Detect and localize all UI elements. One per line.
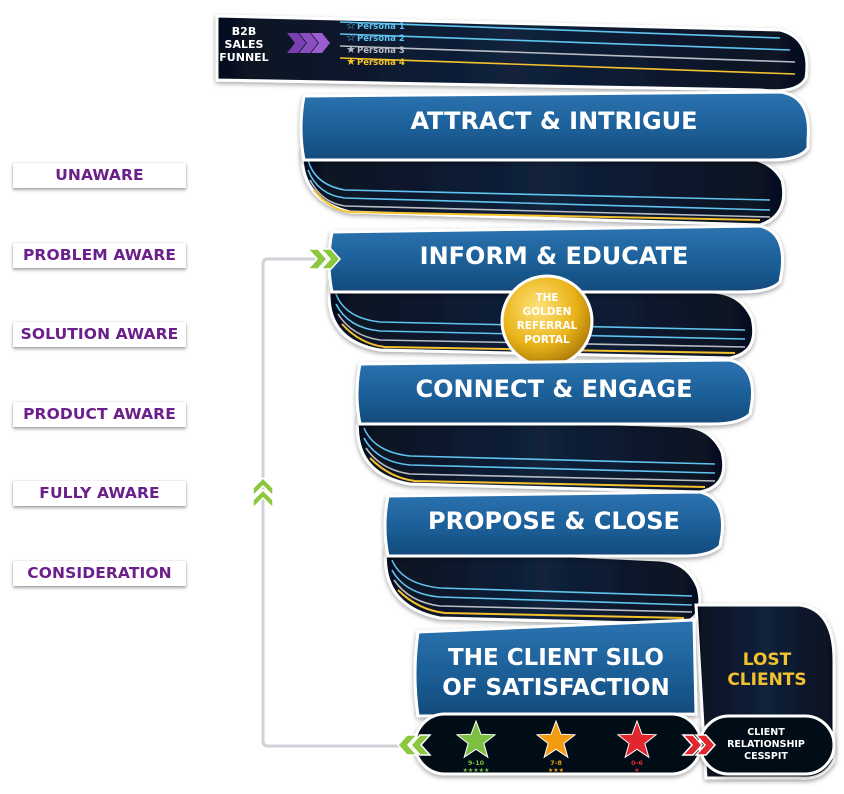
persona-4-label: Persona 4 (357, 58, 405, 68)
header-chevron-icon (287, 33, 330, 53)
golden-referral-portal[interactable]: THE GOLDEN REFERRAL PORTAL (500, 274, 594, 368)
persona-legend: ☆ Persona 1 ☆ Persona 2 ★ Persona 3 ★ Pe… (346, 19, 405, 68)
rating-promoter-stars: ★★★★★ (463, 767, 490, 774)
awareness-stage-product-aware: PRODUCT AWARE (13, 402, 186, 427)
golden-portal-line-3: REFERRAL (517, 320, 578, 332)
golden-portal-line-2: GOLDEN (523, 306, 572, 318)
rating-promoter-score: 9-10 (468, 759, 485, 767)
rating-detractor-score: 0-6 (631, 759, 643, 767)
awareness-stage-unaware: UNAWARE (13, 163, 186, 188)
persona-4-star-icon: ★ (346, 55, 356, 68)
client-silo-line-1: THE CLIENT SILO (448, 645, 664, 671)
awareness-stage-solution-aware: SOLUTION AWARE (13, 322, 186, 347)
promoter-star-icon (455, 719, 497, 759)
header-title-line-3: FUNNEL (219, 51, 268, 64)
persona-3-label: Persona 3 (357, 46, 405, 56)
stage-title-connect: CONNECT & ENGAGE (415, 375, 692, 403)
cesspit-line-1: CLIENT (747, 727, 785, 738)
stage-title-propose: PROPOSE & CLOSE (428, 507, 680, 535)
fold-band-4 (383, 546, 702, 626)
golden-portal-line-4: PORTAL (524, 334, 570, 346)
persona-2-star-icon: ☆ (346, 31, 356, 44)
client-silo-line-2: OF SATISFACTION (442, 675, 669, 701)
golden-portal-line-1: THE (535, 292, 558, 304)
referral-loop-line-inner (261, 257, 400, 748)
passive-star-icon (535, 719, 577, 759)
persona-2-label: Persona 2 (357, 34, 405, 44)
stage-band-connect (355, 358, 755, 426)
lost-clients-line-1: LOST (743, 650, 792, 670)
green-chevron-up-icon (252, 476, 274, 510)
detractor-star-icon (616, 719, 658, 759)
green-chevron-right-icon (306, 248, 342, 270)
lost-clients-line-2: CLIENTS (727, 670, 806, 690)
stage-band-attract (299, 90, 810, 162)
rating-detractor-stars: ★ (634, 767, 639, 774)
fold-band-3 (355, 414, 726, 494)
rating-detractor: 0-6 ★ (616, 719, 658, 774)
stage-band-propose (383, 490, 725, 558)
awareness-stage-consideration: CONSIDERATION (13, 561, 186, 586)
rating-passive-score: 7-8 (550, 759, 562, 767)
green-chevron-left-icon (396, 734, 432, 756)
persona-1-star-icon: ☆ (346, 19, 356, 32)
cesspit-line-2: RELATIONSHIP (727, 739, 805, 750)
rating-passive: 7-8 ★★★ (535, 719, 577, 774)
stage-title-inform: INFORM & EDUCATE (420, 242, 689, 270)
persona-1-label: Persona 1 (357, 22, 405, 32)
stage-title-attract: ATTRACT & INTRIGUE (410, 107, 697, 135)
header-title-line-1: B2B (232, 25, 256, 38)
header-band (215, 14, 809, 93)
awareness-stage-fully-aware: FULLY AWARE (13, 481, 186, 506)
fold-band-1 (300, 148, 786, 227)
rating-promoter: 9-10 ★★★★★ (455, 719, 497, 774)
header-title-line-2: SALES (225, 38, 264, 51)
rating-passive-stars: ★★★ (548, 767, 564, 774)
red-chevron-right-icon (681, 734, 717, 756)
cesspit-line-3: CESSPIT (744, 751, 788, 762)
awareness-stage-problem-aware: PROBLEM AWARE (13, 243, 186, 268)
persona-3-star-icon: ★ (346, 43, 356, 56)
